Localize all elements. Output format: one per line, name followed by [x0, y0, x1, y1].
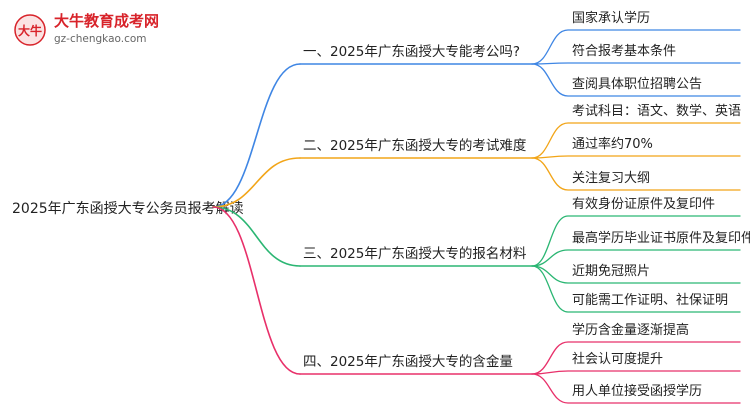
branch-2-child-1-connector: [531, 122, 741, 159]
branch-2-child-2-label: 通过率约70%: [572, 136, 653, 152]
branch-3-child-1-connector: [531, 215, 741, 267]
logo-brand-text: 大牛教育成考网: [54, 12, 159, 30]
logo-url-text: gz-chengkao.com: [54, 33, 147, 45]
branch-1-child-2-connector: [531, 62, 741, 65]
root-connectors: [212, 63, 301, 375]
branch-3-child-4-connector: [531, 265, 741, 313]
connector-branch-4: [212, 206, 301, 375]
logo-mark: 大牛: [18, 23, 42, 38]
branch-1-child-2-label: 符合报考基本条件: [572, 43, 676, 59]
branch-4: 四、2025年广东函授大专的含金量 学历含金量逐渐提高 社会认可度提升 用人单位…: [299, 322, 741, 404]
connector-branch-1: [212, 63, 301, 208]
bull-logo-icon: 大牛: [14, 14, 46, 46]
branch-4-label: 四、2025年广东函授大专的含金量: [303, 354, 513, 370]
branch-3-child-2-connector: [531, 249, 741, 267]
branch-3-child-4-label: 可能需工作证明、社保证明: [572, 292, 728, 308]
branch-1-child-3-label: 查阅具体职位招聘公告: [572, 77, 702, 92]
branch-3-child-2-label: 最高学历毕业证书原件及复印件: [572, 230, 750, 246]
branch-3-label: 三、2025年广东函授大专的报名材料: [303, 246, 527, 262]
branch-1-child-3-connector: [531, 63, 741, 97]
branch-1-label: 一、2025年广东函授大专能考公吗?: [303, 44, 520, 60]
connector-branch-2: [212, 157, 301, 208]
branch-2-child-2-connector: [531, 155, 741, 159]
branch-2-child-1-label: 考试科目：语文、数学、英语: [572, 103, 741, 119]
branch-4-child-2-connector: [531, 370, 741, 375]
site-logo[interactable]: 大牛 大牛教育成考网 gz-chengkao.com: [14, 12, 159, 46]
connector-branch-3: [212, 206, 301, 267]
branch-1: 一、2025年广东函授大专能考公吗? 国家承认学历 符合报考基本条件 查阅具体职…: [299, 10, 741, 97]
branch-1-child-1-label: 国家承认学历: [572, 10, 650, 26]
branch-3-child-1-label: 有效身份证原件及复印件: [572, 196, 715, 212]
branch-3: 三、2025年广东函授大专的报名材料 有效身份证原件及复印件 最高学历毕业证书原…: [299, 196, 750, 313]
branch-4-child-1-connector: [531, 341, 741, 375]
branch-2-child-3-label: 关注复习大纲: [572, 171, 650, 186]
branch-2-child-3-connector: [531, 157, 741, 191]
branch-2: 二、2025年广东函授大专的考试难度 考试科目：语文、数学、英语 通过率约70%…: [299, 103, 741, 191]
branch-4-child-1-label: 学历含金量逐渐提高: [572, 322, 689, 338]
branch-4-child-2-label: 社会认可度提升: [572, 351, 663, 367]
branch-4-child-3-label: 用人单位接受函授学历: [572, 383, 702, 399]
branch-4-child-3-connector: [531, 373, 741, 404]
branch-2-label: 二、2025年广东函授大专的考试难度: [303, 138, 526, 154]
branch-3-child-3-label: 近期免冠照片: [572, 264, 650, 279]
branch-3-child-3-connector: [531, 265, 741, 284]
branch-1-child-1-connector: [531, 29, 741, 65]
root-node-label: 2025年广东函授大专公务员报考解读: [12, 200, 244, 217]
